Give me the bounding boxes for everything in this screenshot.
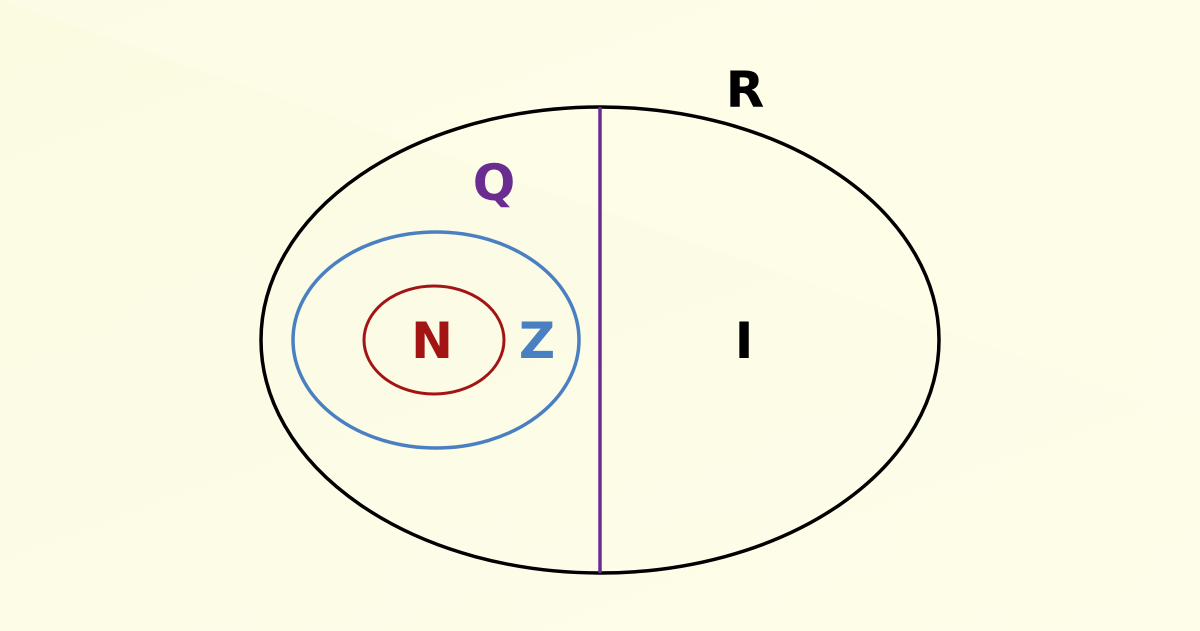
natural-set-label: N: [411, 312, 453, 370]
real-set-label: R: [726, 61, 765, 119]
natural-set-ellipse: [362, 284, 506, 396]
rational-set-label: Q: [473, 154, 516, 212]
integer-set-ellipse: [291, 230, 581, 450]
integer-set-label: Z: [519, 312, 555, 370]
irrational-set-label: I: [735, 312, 754, 370]
